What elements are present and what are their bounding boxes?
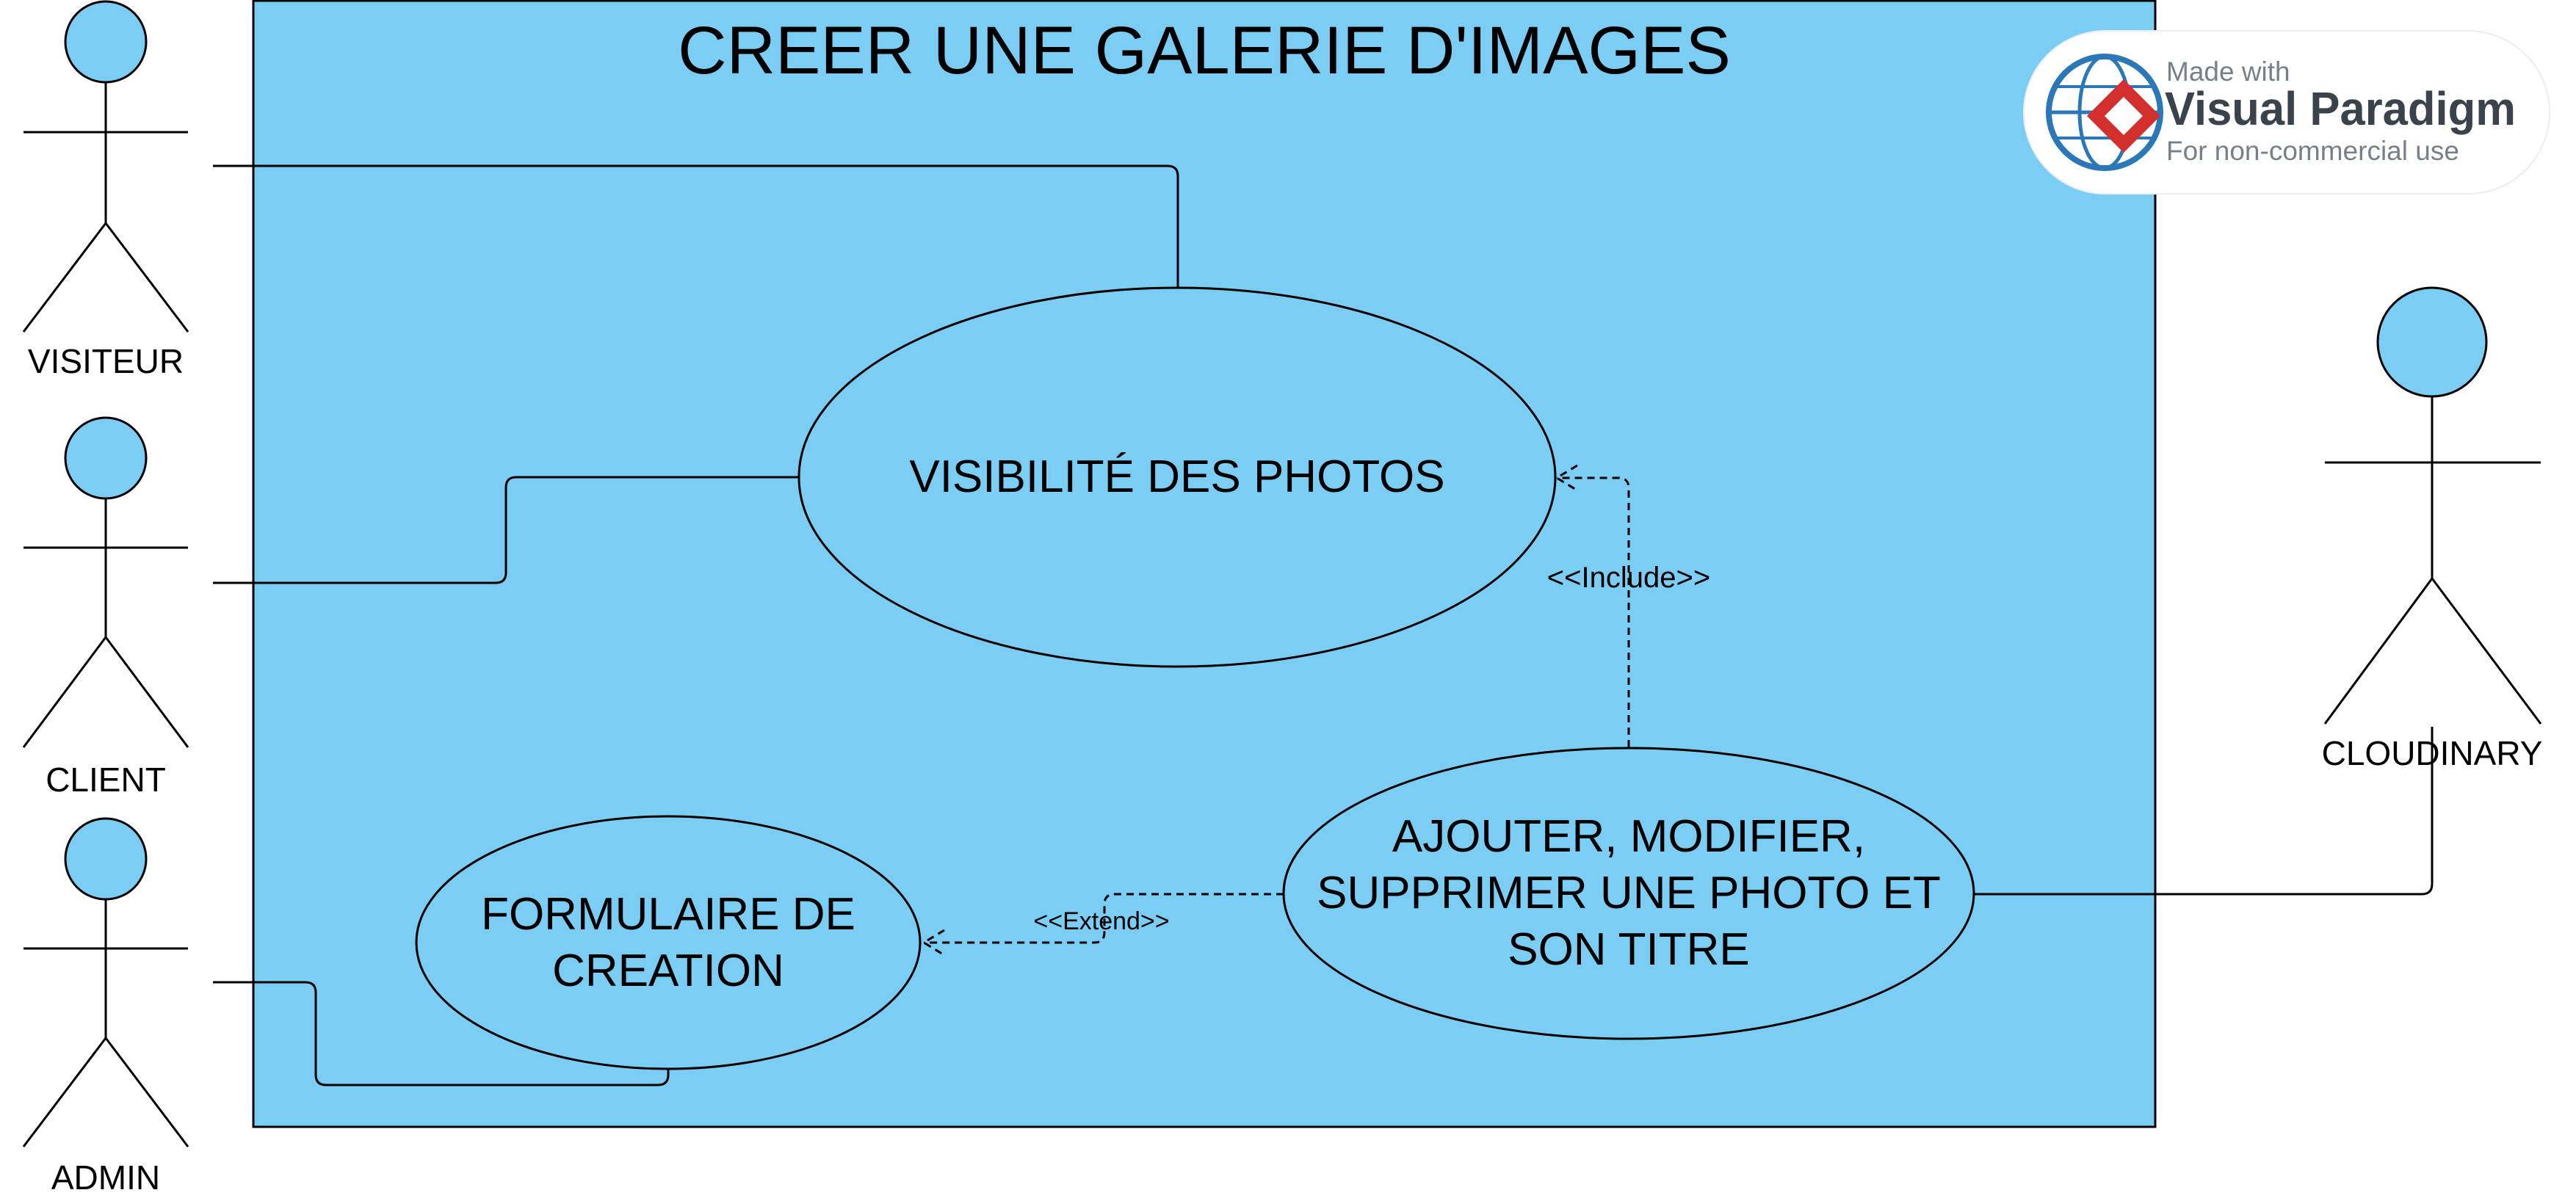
extend-arrowhead [922, 929, 945, 957]
actor-head [64, 416, 148, 500]
actor-leg-right [2431, 578, 2542, 725]
actor-visiteur[interactable]: VISITEUR [22, 0, 189, 380]
actor-admin[interactable]: ADMIN [22, 817, 189, 1197]
watermark-made-with: Made with [2166, 57, 2290, 87]
actor-label: CLIENT [46, 761, 166, 799]
actor-head [64, 817, 148, 901]
actor-head [64, 0, 148, 84]
extend-relation-line[interactable] [924, 893, 1284, 944]
watermark-brand: Visual Paradigm [2165, 82, 2516, 135]
actor-label: CLOUDINARY [2322, 734, 2543, 772]
actor-cloudinary[interactable]: CLOUDINARY [2322, 286, 2543, 772]
actor-leg-left [22, 1037, 107, 1147]
association-visiteur-visibilite[interactable] [213, 164, 1179, 287]
use-case-label-line-2: SUPPRIMER UNE PHOTO ET [1317, 868, 1941, 918]
use-case-label-line-1: AJOUTER, MODIFIER, [1392, 811, 1865, 862]
use-case-label-line-1: FORMULAIRE DE [481, 889, 855, 940]
use-case-label-line-2: CREATION [552, 946, 784, 996]
diagram-title: CREER UNE GALERIE D'IMAGES [678, 13, 1731, 88]
actor-head [2376, 286, 2488, 398]
association-admin-formulaire[interactable] [213, 981, 670, 1086]
use-case-ajouter-modifier-supprimer[interactable]: AJOUTER, MODIFIER, SUPPRIMER UNE PHOTO E… [1282, 747, 1975, 1040]
actor-leg-right [104, 1037, 189, 1147]
watermark-badge: Made with Visual Paradigm For non-commer… [2023, 30, 2550, 195]
use-case-ellipse[interactable] [797, 286, 1557, 668]
actor-leg-left [2323, 578, 2434, 725]
use-case-formulaire-de-creation[interactable]: FORMULAIRE DE CREATION [415, 815, 922, 1070]
use-case-ellipse[interactable] [415, 815, 922, 1070]
include-arrowhead [1555, 464, 1578, 492]
actor-leg-left [22, 636, 107, 748]
include-label: <<Include>> [1547, 562, 1710, 594]
watermark-pill [2023, 30, 2550, 195]
use-case-label-line-3: SON TITRE [1508, 924, 1750, 975]
diamond-logo-icon [2087, 79, 2160, 153]
actor-label: ADMIN [51, 1158, 160, 1197]
watermark-note: For non-commercial use [2166, 136, 2459, 166]
extend-label: <<Extend>> [1033, 907, 1169, 935]
association-cloudinary-ajouter[interactable] [1974, 727, 2434, 896]
actor-leg-right [104, 222, 189, 333]
use-case-label: VISIBILITÉ DES PHOTOS [909, 451, 1444, 502]
use-case-visibilite-des-photos[interactable]: VISIBILITÉ DES PHOTOS [797, 286, 1557, 668]
actor-label: VISITEUR [28, 342, 184, 380]
actor-leg-left [22, 222, 107, 333]
association-client-visibilite[interactable] [213, 476, 799, 584]
use-case-ellipse[interactable] [1282, 747, 1975, 1040]
actor-client[interactable]: CLIENT [22, 416, 189, 799]
include-relation-line[interactable] [1557, 476, 1630, 747]
actor-leg-right [104, 636, 189, 748]
